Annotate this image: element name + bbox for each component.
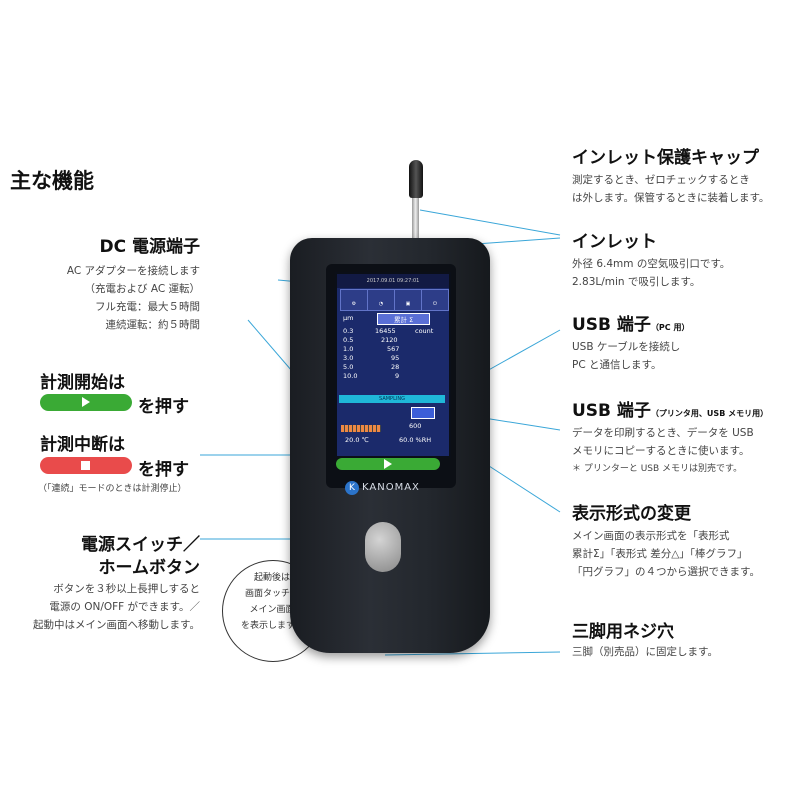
play-icon — [384, 459, 392, 469]
stop-icon — [81, 461, 90, 470]
usb-mem-title: USB 端子（プリンタ用、USB メモリ用） — [572, 401, 769, 421]
inlet-desc: 外径 6.4mm の空気吸引口です。2.83L/min で吸引します。 — [572, 258, 731, 288]
home-button — [365, 522, 401, 572]
stop-note: （「連続」モードのときは計測停止） — [38, 484, 187, 494]
device-start-button — [336, 458, 440, 470]
dc-title: DC 電源端子 — [99, 237, 200, 257]
tripod-title: 三脚用ネジ穴 — [572, 622, 674, 642]
display-desc: メイン画面の表示形式を「表形式累計Σ」「表形式 差分△」「棒グラフ」「円グラフ」… — [572, 530, 760, 578]
inlet-title: インレット — [572, 232, 657, 252]
usb-pc-title: USB 端子（PC 用） — [572, 315, 690, 335]
power-title-1: 電源スイッチ／ — [81, 535, 200, 555]
device-brand: KANOMAX — [362, 482, 420, 493]
dc-desc: AC アダプターを接続します（充電および AC 運転）フル充電：最大５時間連続運… — [66, 265, 200, 331]
screen-tile-1: ⚙ — [340, 289, 368, 311]
start-title: 計測開始は — [40, 373, 125, 393]
inlet-cap — [409, 160, 423, 198]
touch-bubble-text: 起動後は画面タッチでメイン画面を表示します。 — [240, 573, 304, 631]
power-title-2: ホームボタン — [98, 558, 201, 578]
stop-action: を押す — [138, 460, 189, 480]
start-action: を押す — [138, 397, 189, 417]
play-icon — [82, 397, 90, 407]
cap-title: インレット保護キャップ — [572, 148, 759, 168]
stop-button-illustration — [40, 457, 132, 474]
inlet-tube — [412, 198, 419, 242]
cap-desc: 測定するとき、ゼロチェックするときは外します。保管するときに装着します。 — [572, 174, 770, 204]
display-title: 表示形式の変更 — [572, 504, 691, 524]
screen-bargraph — [341, 425, 381, 432]
screen-tile-3: ▣ — [394, 289, 422, 311]
start-button-illustration — [40, 394, 132, 411]
tripod-desc: 三脚（別売品）に固定します。 — [572, 646, 718, 658]
screen-tile-4: ⏻ — [421, 289, 449, 311]
kanomax-logo-icon: K — [345, 481, 359, 495]
screen-mode-button — [411, 407, 435, 419]
page-heading: 主な機能 — [10, 169, 94, 193]
stop-title: 計測中断は — [40, 435, 125, 455]
screen-datetime: 2017.09.01 09:27:01 — [337, 274, 449, 288]
power-desc: ボタンを３秒以上長押しすると電源の ON/OFF ができます。／起動中はメイン画… — [33, 583, 200, 631]
screen-tile-2: ◔ — [367, 289, 395, 311]
screen-status-bar: SAMPLING — [339, 395, 445, 403]
